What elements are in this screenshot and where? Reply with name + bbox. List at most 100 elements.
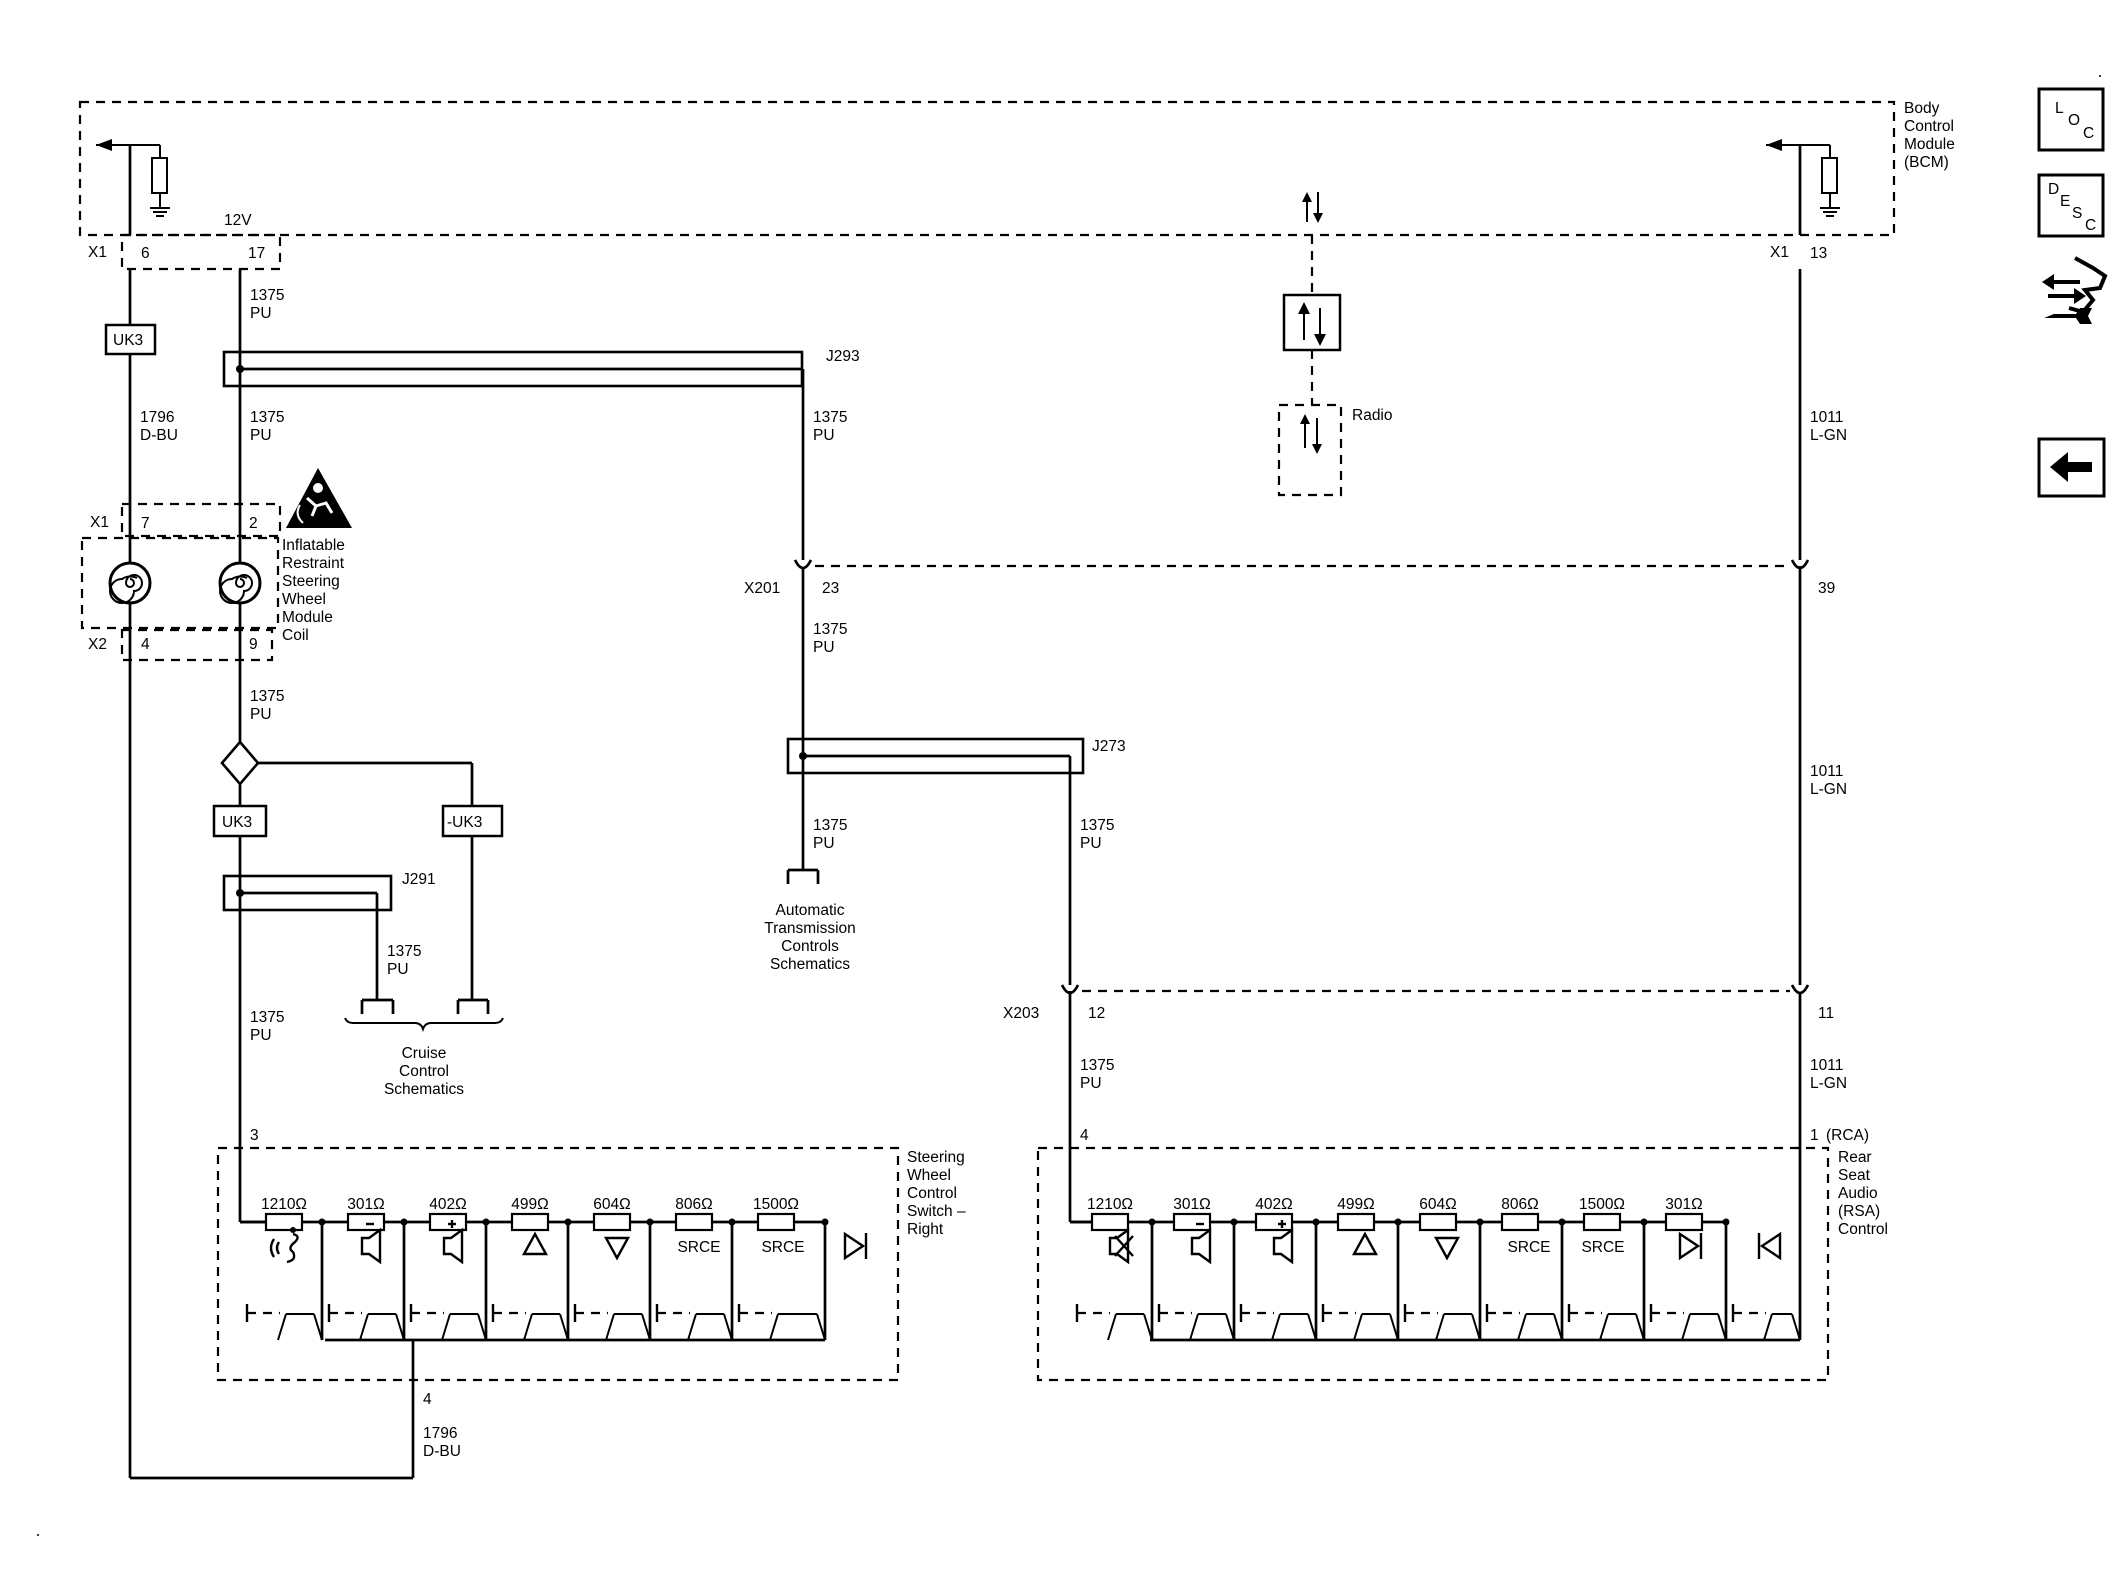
rsa-switch-4 [1321, 1304, 1399, 1341]
radio: Radio [1277, 235, 1393, 497]
sw-right-switch-2 [327, 1304, 405, 1341]
bcm-title-3: Module [1904, 136, 1955, 153]
rsa-switch-9 [1731, 1304, 1801, 1341]
x203-pin-a: 12 [1088, 1005, 1105, 1022]
radio-data-box [1282, 293, 1342, 352]
coil-title-1: Inflatable [282, 537, 345, 554]
rsa-switch-3 [1239, 1304, 1317, 1341]
circuit-1011-color-1: L-GN [1810, 427, 1847, 444]
bcm-right-input-circuit [1766, 139, 1840, 235]
bcm-title-2: Control [1904, 118, 1954, 135]
uk3-option-box-top [104, 323, 157, 356]
sw-right-resistor-5 [592, 1212, 632, 1232]
volume-down-icon [1190, 1222, 1212, 1265]
voice-recognition-icon [269, 1227, 299, 1264]
sw-right-resistor-value: 1500Ω [753, 1196, 799, 1213]
rsa-resistor-6 [1500, 1212, 1540, 1232]
description-button[interactable]: D E S C [2037, 173, 2105, 238]
previous-track-icon [1757, 1231, 1782, 1261]
coil-x1: X1 [90, 514, 109, 531]
sw-right-resistor-6 [674, 1212, 714, 1232]
sw-right-pin-in: 3 [250, 1127, 259, 1144]
bcm-title-1: Body [1904, 100, 1940, 117]
circuit-1375-color-3: PU [250, 706, 272, 723]
steering-wheel-control-switch-right: Steering Wheel Control Switch – Right 3 … [216, 1127, 966, 1478]
rsa-rca-label: (RCA) [1826, 1127, 1869, 1144]
splice-j291 [222, 874, 393, 912]
radio-module-data-icon [1300, 414, 1322, 454]
radio-serial-data-icon [1298, 302, 1326, 346]
sw-right-resistor-value: 604Ω [593, 1196, 630, 1213]
rsa-title-1: Rear [1838, 1149, 1872, 1166]
bcm-12v-label: 12V [224, 212, 252, 229]
cruise-ref-3: Schematics [384, 1081, 464, 1098]
auto-trans-ref-4: Schematics [770, 956, 850, 973]
location-button[interactable]: L O C [2037, 87, 2105, 152]
body-control-module: Body Control Module (BCM) [78, 100, 1955, 271]
rsa-switch-2 [1157, 1304, 1235, 1341]
bcm-pin-12v: 17 [248, 245, 265, 262]
sw-right-source-label: SRCE [677, 1239, 720, 1256]
coil-x2: X2 [88, 636, 107, 653]
coil-pin-x2-a: 4 [141, 636, 150, 653]
sw-right-resistor-value: 1210Ω [261, 1196, 307, 1213]
circuit-1375-color-8: PU [813, 835, 835, 852]
connector-end-view-button[interactable] [2036, 253, 2108, 338]
volume-up-icon [1272, 1220, 1294, 1265]
sw-right-resistor-value: 806Ω [675, 1196, 712, 1213]
circuit-1375-label-4: 1375 [813, 409, 847, 426]
serial-data-icon [1302, 192, 1323, 223]
circuit-1375-color-10: PU [1080, 1075, 1102, 1092]
circuit-1375-label-5: 1375 [387, 943, 421, 960]
seek-down-icon [603, 1236, 631, 1261]
rsa-title-3: Audio [1838, 1185, 1878, 1202]
splice-j291-label: J291 [402, 871, 436, 888]
cruise-ref-2: Control [399, 1063, 449, 1080]
bcm-title-4: (BCM) [1904, 154, 1949, 171]
bcm-pin-right: 13 [1810, 245, 1827, 262]
sw-right-title-3: Control [907, 1185, 957, 1202]
rsa-pin-out: 1 [1810, 1127, 1819, 1144]
desc-letter-d: D [2048, 181, 2059, 198]
rsa-switch-6 [1485, 1304, 1563, 1341]
splice-j293-label: J293 [826, 348, 860, 365]
sw-right-switch-3 [409, 1304, 487, 1341]
desc-letter-s: S [2072, 205, 2082, 222]
sw-right-resistor-1 [264, 1212, 304, 1232]
x203-label: X203 [1003, 1005, 1039, 1022]
loc-letter-l: L [2055, 100, 2064, 117]
circuit-1011-label-2: 1011 [1810, 763, 1843, 780]
radio-outline [1277, 403, 1343, 497]
bcm-pin-left: 6 [141, 245, 150, 262]
rsa-resistor-value: 604Ω [1419, 1196, 1456, 1213]
airbag-warning-icon [286, 468, 352, 528]
auto-trans-ref-2: Transmission [764, 920, 856, 937]
rsa-resistor-value: 1210Ω [1087, 1196, 1133, 1213]
sw-right-circuit-1796-color: D-BU [423, 1443, 461, 1460]
circuit-1011-color-3: L-GN [1810, 1075, 1847, 1092]
left-wiring: UK3 1796 D-BU 1375 PU 1375 PU 1375 PU J2… [104, 269, 860, 1480]
circuit-1011-label-3: 1011 [1810, 1057, 1843, 1074]
cruise-ref-1: Cruise [402, 1045, 447, 1062]
coil-title-5: Module [282, 609, 333, 626]
x201-pin-a: 23 [822, 580, 839, 597]
circuit-1375-color-4: PU [813, 427, 835, 444]
rsa-resistor-2 [1172, 1212, 1212, 1232]
sw-right-resistor-7 [756, 1212, 796, 1232]
sw-right-outline [216, 1146, 900, 1382]
seek-up-icon [521, 1231, 549, 1256]
inline-connector-x203: X203 12 11 1375 PU [1003, 984, 1834, 1215]
sw-right-title-2: Wheel [907, 1167, 951, 1184]
coil-spiral-icon [218, 561, 262, 605]
circuit-1375-label-10: 1375 [1080, 1057, 1114, 1074]
sw-right-pin-out: 4 [423, 1391, 432, 1408]
bcm-left-input-circuit [96, 139, 170, 235]
rsa-resistor-value: 402Ω [1255, 1196, 1292, 1213]
coil-x2-connector [120, 628, 274, 662]
cruise-control-reference: Cruise Control Schematics [344, 998, 504, 1098]
coil-pin-x1-a: 7 [141, 515, 150, 532]
rsa-resistor-value: 1500Ω [1579, 1196, 1625, 1213]
back-button[interactable] [2037, 437, 2106, 498]
uk3-option-label-mid: UK3 [222, 814, 252, 831]
circuit-1375-color-9: PU [1080, 835, 1102, 852]
